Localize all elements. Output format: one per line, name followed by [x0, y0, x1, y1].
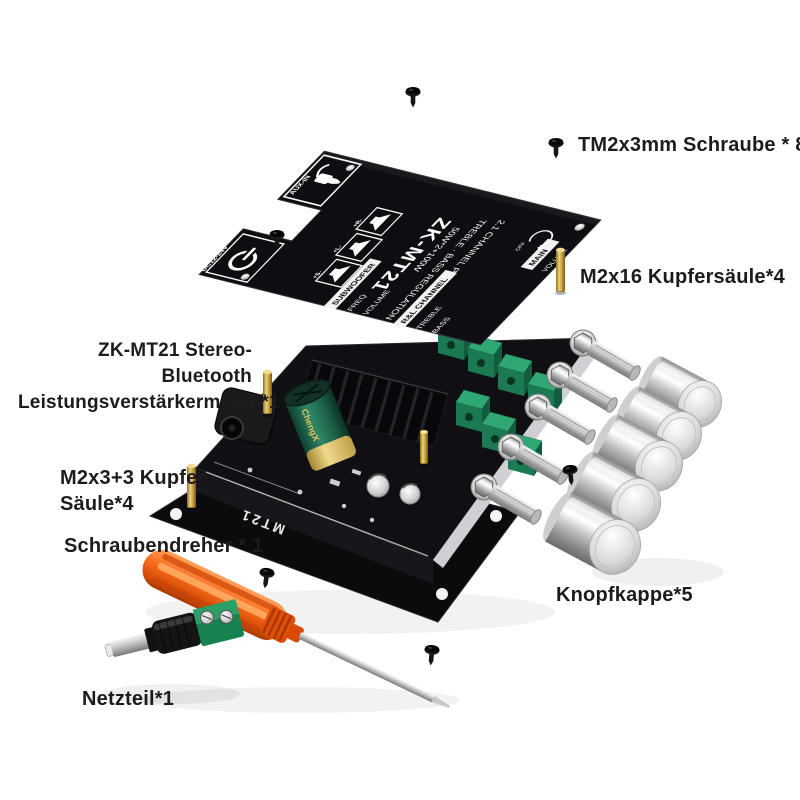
screw: [405, 87, 421, 108]
acrylic-cover-panel: AUX-IN +R- +L- +S-: [198, 150, 602, 346]
screw-label-icon: [548, 138, 564, 159]
loose-brass-standoff: [555, 247, 566, 295]
potentiometer: [497, 433, 569, 485]
speaker-r-icon: +R-: [352, 206, 404, 237]
label-standoff-long: M2x16 Kupfersäule*4: [580, 266, 786, 288]
silkscreen-pads: [247, 467, 375, 523]
label-module-line1: ZK-MT21 Stereo-Bluetooth: [98, 340, 252, 387]
label-standoff-short: M2x3+3 Kupfer Säule*4: [60, 465, 205, 517]
dial-icon: OFF: [514, 230, 554, 251]
screw: [423, 644, 441, 667]
potentiometer: [524, 393, 596, 445]
mounting-hole: [170, 508, 182, 520]
mounting-hole: [490, 510, 502, 522]
plug-barrel: [110, 632, 151, 657]
off-label: OFF: [514, 241, 528, 251]
mounting-hole: [436, 588, 448, 600]
label-standoff-short-line1: M2x3+3 Kupfer: [60, 467, 206, 489]
screwdriver-shaft: [298, 632, 435, 703]
label-module: ZK-MT21 Stereo-Bluetooth Leistungsverstä…: [18, 338, 280, 416]
label-standoff-short-line2: Säule*4: [60, 493, 134, 515]
knob-cap: [614, 386, 702, 461]
screw: [257, 566, 276, 590]
potentiometers: [470, 329, 641, 525]
label-screws: TM2x3mm Schraube * 8: [578, 134, 800, 156]
terminal-block: [455, 389, 491, 432]
potentiometer: [569, 329, 641, 381]
speaker-s-label: +S-: [312, 271, 324, 280]
brass-standoff: [419, 430, 429, 467]
dc-plug-adapter: [104, 599, 244, 657]
panel-screw: [345, 164, 355, 172]
brass-standoff: [262, 369, 273, 417]
speaker-l-icon: +L-: [332, 232, 384, 263]
potentiometer: [546, 361, 618, 413]
pcb-front-edge: [196, 468, 433, 584]
label-screwdriver: Schraubendreher * 1: [64, 535, 264, 557]
speaker-s-icon: +S-: [312, 258, 364, 288]
label-knob-caps: Knopfkappe*5: [556, 584, 693, 606]
knob-cap: [637, 356, 722, 428]
small-capacitor: [366, 473, 421, 505]
potentiometer: [470, 473, 542, 525]
brass-standoff: [186, 463, 197, 511]
knob-cap: [543, 491, 641, 575]
panel-screw: [240, 273, 250, 280]
dc-jack: [214, 387, 278, 445]
audio-jack-icon: [314, 163, 341, 185]
power-icon: [228, 247, 258, 271]
label-module-line2: Leistungsverstärkermodul*1: [18, 392, 280, 413]
knob-cap: [566, 451, 661, 532]
capacitor: ChengX: [283, 379, 356, 471]
speaker-l-label: +L-: [332, 245, 344, 253]
terminal-block: [497, 353, 533, 396]
label-power-plug: Netzteil*1: [82, 688, 175, 710]
panel-screw: [574, 223, 585, 231]
speaker-r-label: +R-: [352, 219, 365, 228]
knob-caps: [543, 356, 722, 575]
